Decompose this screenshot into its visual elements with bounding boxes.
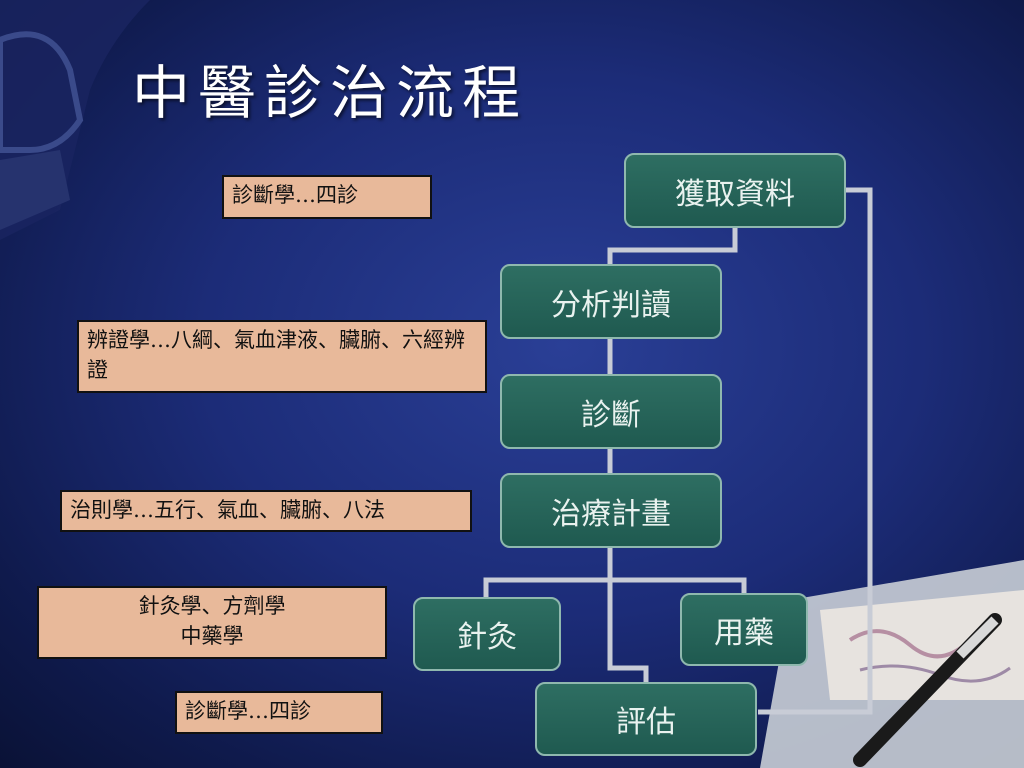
note-syndrome-differentiation: 辨證學…八綱、氣血津液、臟腑、六經辨證 <box>77 320 487 393</box>
note-diagnosis-four-bottom: 診斷學…四診 <box>175 691 383 734</box>
node-medicine: 用藥 <box>680 593 808 666</box>
note-diagnosis-four: 診斷學…四診 <box>222 175 432 219</box>
node-diagnose: 診斷 <box>500 374 722 449</box>
node-evaluate: 評估 <box>535 682 757 756</box>
page-title: 中醫診治流程 <box>132 59 529 127</box>
node-treatment-plan: 治療計畫 <box>500 473 722 548</box>
node-acquire-data: 獲取資料 <box>624 153 846 228</box>
note-treatment-principles: 治則學…五行、氣血、臟腑、八法 <box>60 490 472 532</box>
note-acupuncture-pharmacology: 針灸學、方劑學 中藥學 <box>37 586 387 659</box>
node-acupuncture: 針灸 <box>413 597 561 671</box>
node-analyze: 分析判讀 <box>500 264 722 339</box>
